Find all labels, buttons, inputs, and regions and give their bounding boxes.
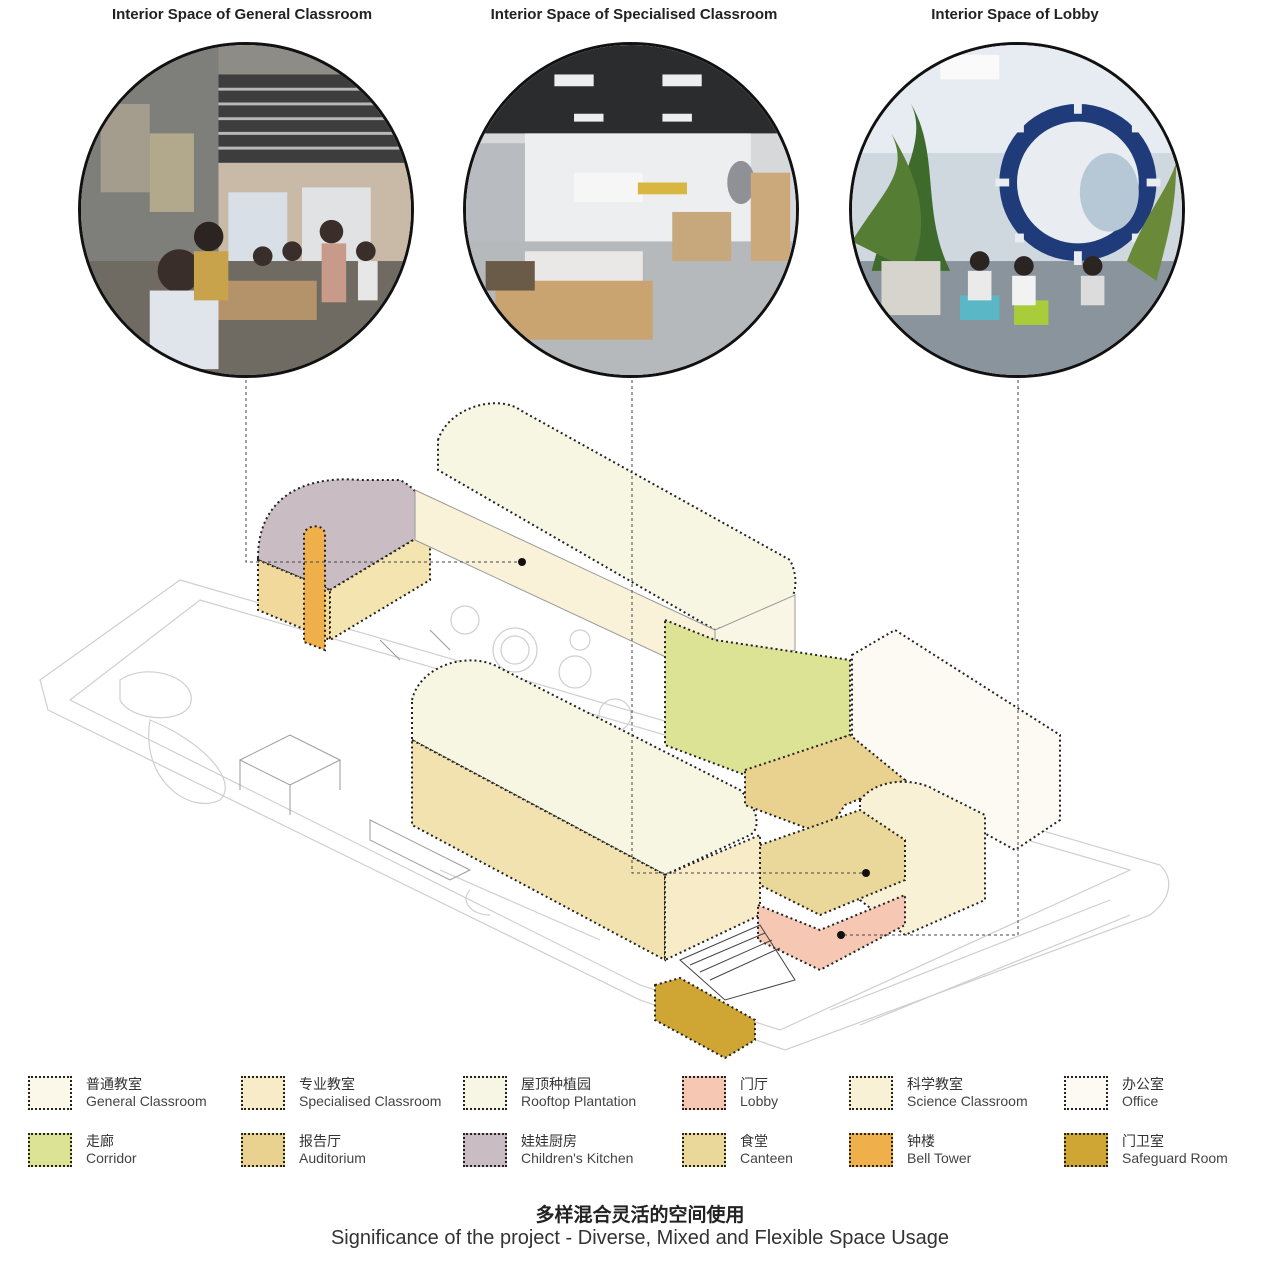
- photo-title-general-classroom: Interior Space of General Classroom: [111, 6, 373, 23]
- legend-swatch: [28, 1076, 72, 1110]
- specialised-classroom-image: [466, 45, 796, 375]
- legend-corridor: 走廊 Corridor: [28, 1129, 238, 1173]
- legend-label-en: Specialised Classroom: [299, 1093, 442, 1109]
- legend-label-cn: 专业教室: [299, 1076, 355, 1092]
- legend-label-cn: 钟楼: [907, 1133, 935, 1149]
- marker-general-classroom: [518, 558, 526, 566]
- legend-swatch: [849, 1076, 893, 1110]
- legend-childrens-kitchen: 娃娃厨房 Children's Kitchen: [463, 1129, 673, 1173]
- legend-label-en: Rooftop Plantation: [521, 1093, 637, 1109]
- general-classroom-image: [81, 45, 411, 375]
- legend-swatch: [463, 1076, 507, 1110]
- legend-lobby: 门厅 Lobby: [682, 1072, 892, 1116]
- legend-label-en: Canteen: [740, 1150, 793, 1166]
- legend-label-cn: 普通教室: [86, 1076, 142, 1092]
- legend-label-cn: 门卫室: [1122, 1133, 1164, 1149]
- auditorium: [744, 733, 907, 837]
- legend-office: 办公室 Office: [1064, 1072, 1274, 1116]
- lower-block-end: [664, 833, 761, 962]
- legend-swatch: [682, 1133, 726, 1167]
- legend-label-cn: 食堂: [740, 1133, 768, 1149]
- entry-steps: [679, 924, 796, 1001]
- lobby-photo: [849, 42, 1185, 378]
- legend-label-en: Lobby: [740, 1093, 779, 1109]
- playground-structures: [238, 629, 472, 881]
- legend-label-en: Corridor: [86, 1150, 137, 1166]
- bell-tower: [303, 525, 326, 652]
- marker-specialised-classroom: [862, 869, 870, 877]
- legend-label-cn: 办公室: [1122, 1076, 1164, 1092]
- photo-title-lobby: Interior Space of Lobby: [931, 6, 1099, 23]
- legend-label-cn: 门厅: [740, 1076, 768, 1092]
- safeguard-room: [654, 976, 756, 1060]
- legend-swatch: [241, 1076, 285, 1110]
- leader-lines: [245, 380, 1019, 936]
- legend-label-en: Safeguard Room: [1122, 1150, 1228, 1166]
- specialised-classroom-photo: [463, 42, 799, 378]
- legend-label-en: Science Classroom: [907, 1093, 1028, 1109]
- legend-canteen: 食堂 Canteen: [682, 1129, 892, 1173]
- legend-label-cn: 娃娃厨房: [521, 1133, 577, 1149]
- canteen: [759, 808, 906, 917]
- left-block-side: [329, 528, 431, 642]
- legend-label-en: Office: [1122, 1093, 1159, 1109]
- legend-label-cn: 走廊: [86, 1133, 114, 1149]
- legend-label-en: Children's Kitchen: [521, 1150, 634, 1166]
- upper-rooftop-plantation: [437, 402, 797, 632]
- caption-english: Significance of the project - Diverse, M…: [330, 1227, 950, 1249]
- lower-rooftop-plantation: [411, 659, 758, 877]
- legend-swatch: [241, 1133, 285, 1167]
- legend-label-cn: 屋顶种植园: [521, 1076, 591, 1092]
- photo-title-specialised-classroom: Interior Space of Specialised Classroom: [490, 6, 778, 23]
- science-classroom: [859, 780, 986, 937]
- legend-label-en: Bell Tower: [907, 1150, 972, 1166]
- lobby: [757, 893, 906, 972]
- legend-label-en: General Classroom: [86, 1093, 207, 1109]
- axonometric-diagram: [39, 380, 1170, 1060]
- legend-rooftop-plantation: 屋顶种植园 Rooftop Plantation: [463, 1072, 673, 1116]
- legend-swatch: [1064, 1133, 1108, 1167]
- lobby-image: [852, 45, 1182, 375]
- legend-swatch: [849, 1133, 893, 1167]
- legend-swatch: [28, 1133, 72, 1167]
- caption-chinese: 多样混合灵活的空间使用: [535, 1204, 745, 1226]
- legend-bell-tower: 钟楼 Bell Tower: [849, 1129, 1059, 1173]
- legend-label-cn: 科学教室: [907, 1076, 963, 1092]
- legend-swatch: [1064, 1076, 1108, 1110]
- legend-general-classroom: 普通教室 General Classroom: [28, 1072, 238, 1116]
- legend-science-classroom: 科学教室 Science Classroom: [849, 1072, 1059, 1116]
- legend-label-en: Auditorium: [299, 1150, 366, 1166]
- legend-specialised-classroom: 专业教室 Specialised Classroom: [241, 1072, 451, 1116]
- general-classroom-photo: [78, 42, 414, 378]
- legend-auditorium: 报告厅 Auditorium: [241, 1129, 451, 1173]
- marker-lobby: [837, 931, 845, 939]
- legend-swatch: [463, 1133, 507, 1167]
- legend-safeguard-room: 门卫室 Safeguard Room: [1064, 1129, 1274, 1173]
- legend-swatch: [682, 1076, 726, 1110]
- legend-label-cn: 报告厅: [299, 1133, 341, 1149]
